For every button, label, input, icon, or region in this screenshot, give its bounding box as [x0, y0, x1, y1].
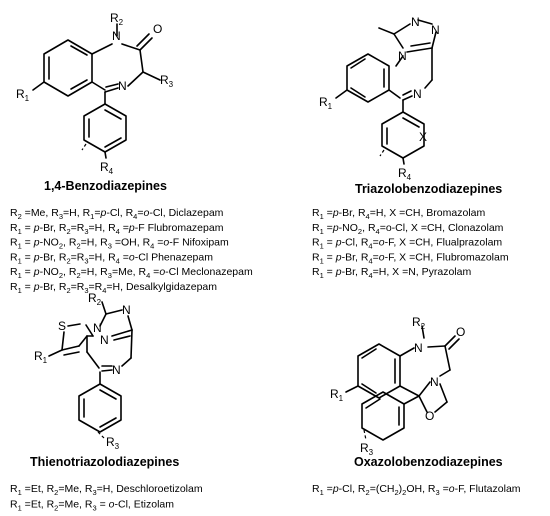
atom-n-triazole-2: N — [431, 23, 440, 37]
r4-label-tz: R — [398, 166, 407, 180]
r3-index: 3 — [169, 80, 174, 89]
compound-entry-flualprazolam: R1 = p-Cl, R4=o-F, X =CH, Flualprazolam — [312, 237, 502, 251]
triazolobenzodiazepine-structure: N N N N X R1 R4 — [319, 15, 440, 182]
r3-index-th: 3 — [115, 442, 120, 451]
r1-label-th: R — [34, 349, 43, 363]
r2-label: R — [110, 11, 119, 25]
atom-n-thieno-3: N — [100, 333, 109, 347]
r2-label-th: R — [88, 291, 97, 305]
r1-label: R — [16, 87, 25, 101]
svg-text:R1: R1 — [16, 87, 30, 103]
r2-index: 2 — [119, 18, 124, 27]
atom-n-azepine: N — [413, 87, 422, 101]
compound-entry-flubromazepam: R1 = p-Br, R2=R3=H, R4 =p-F Flubromazepa… — [10, 222, 224, 236]
r4-index-tz: 4 — [407, 173, 412, 182]
compound-entry-bromazolam: R1 =p-Br, R4=H, X =CH, Bromazolam — [312, 207, 485, 221]
svg-text:R2: R2 — [110, 11, 124, 27]
svg-text:R1: R1 — [34, 349, 48, 365]
compound-entry-flutazolam: R1 =p-Cl, R2=(CH2)2OH, R3 =o-F, Flutazol… — [312, 483, 521, 497]
compound-entry-pyrazolam: R1 = p-Br, R4=H, X =N, Pyrazolam — [312, 266, 471, 280]
r1-label-tz: R — [319, 95, 328, 109]
r1-label-ox: R — [330, 387, 339, 401]
r4-index: 4 — [109, 167, 114, 176]
r1-index-ox: 1 — [339, 394, 344, 403]
r1-index-th: 1 — [43, 356, 48, 365]
thienotriazolodiazepines-title: Thienotriazolodiazepines — [30, 455, 179, 469]
atom-o: O — [153, 22, 162, 36]
svg-text:R2: R2 — [412, 315, 426, 331]
atom-n-oxazolidine: N — [430, 375, 439, 389]
atom-n-thieno-1: N — [93, 321, 102, 335]
benzodiazepines-list: R2 =Me, R3=H, R1=p-Cl, R4=o-Cl, Diclazep… — [10, 207, 253, 295]
svg-text:R4: R4 — [398, 166, 412, 182]
atom-x: X — [419, 130, 427, 144]
oxazolobenzodiazepines-list: R1 =p-Cl, R2=(CH2)2OH, R3 =o-F, Flutazol… — [312, 483, 521, 497]
r2-index-ox: 2 — [421, 322, 426, 331]
atom-n-triazole-3: N — [398, 49, 407, 63]
svg-text:R4: R4 — [100, 160, 114, 176]
r3-label-ox: R — [360, 441, 369, 455]
thienotriazolodiazepine-structure: S N N N N R2 R1 R3 — [34, 291, 133, 451]
atom-s: S — [58, 319, 66, 333]
oxazolobenzodiazepine-structure: N O N O R2 R1 R3 — [330, 315, 465, 457]
compound-entry-clonazolam: R1 =p-NO2, R4=o-Cl, X =CH, Clonazolam — [312, 222, 504, 236]
svg-text:R1: R1 — [319, 95, 333, 111]
r2-index-th: 2 — [97, 298, 102, 307]
compound-entry-deschloroetizolam: R1 =Et, R2=Me, R3=H, Deschloroetizolam — [10, 483, 203, 497]
atom-n-thieno-2: N — [122, 303, 131, 317]
benzodiazepines-title: 1,4-Benzodiazepines — [44, 179, 167, 193]
benzodiazepine-structure: N O N R2 R3 R1 R4 — [16, 11, 174, 176]
compound-entry-nifoxipam: R1 = p-NO2, R2=H, R3 =OH, R4 =o-F Nifoxi… — [10, 237, 229, 251]
atom-n-lactam: N — [414, 341, 423, 355]
thienotriazolodiazepines-list: R1 =Et, R2=Me, R3=H, DeschloroetizolamR1… — [10, 483, 203, 513]
oxazolobenzodiazepines-title: Oxazolobenzodiazepines — [354, 455, 503, 469]
atom-o-oxazolidine: O — [425, 409, 434, 423]
r1-index-tz: 1 — [328, 102, 333, 111]
r3-index-ox: 3 — [369, 448, 374, 457]
compound-entry-diclazepam: R2 =Me, R3=H, R1=p-Cl, R4=o-Cl, Diclazep… — [10, 207, 224, 221]
atom-o-carbonyl: O — [456, 325, 465, 339]
r4-label: R — [100, 160, 109, 174]
compound-entry-meclonazepam: R1 = p-NO2, R2=H, R3=Me, R4 =o-Cl Meclon… — [10, 266, 253, 280]
atom-n4: N — [118, 79, 127, 93]
svg-text:R3: R3 — [160, 73, 174, 89]
svg-text:R2: R2 — [88, 291, 102, 307]
r3-label: R — [160, 73, 169, 87]
r1-index: 1 — [25, 94, 30, 103]
atom-n-thieno-azepine: N — [112, 363, 121, 377]
r2-label-ox: R — [412, 315, 421, 329]
atom-n1: N — [112, 29, 121, 43]
compound-entry-phenazepam: R1 = p-Br, R2=R3=H, R4 =o-Cl Phenazepam — [10, 251, 213, 265]
svg-text:R3: R3 — [106, 435, 120, 451]
compound-entry-flubromazolam: R1 = p-Br, R4=o-F, X =CH, Flubromazolam — [312, 251, 509, 265]
atom-n-triazole-1: N — [411, 15, 420, 29]
svg-text:R3: R3 — [360, 441, 374, 457]
compound-entry-desalkylgidazepam: R1 = p-Br, R2=R3=R4=H, Desalkylgidazepam — [10, 281, 217, 295]
triazolobenzodiazepines-title: Triazolobenzodiazepines — [355, 182, 502, 196]
r3-label-th: R — [106, 435, 115, 449]
svg-text:R1: R1 — [330, 387, 344, 403]
compound-entry-etizolam: R1 =Et, R2=Me, R3 = o-Cl, Etizolam — [10, 499, 174, 513]
